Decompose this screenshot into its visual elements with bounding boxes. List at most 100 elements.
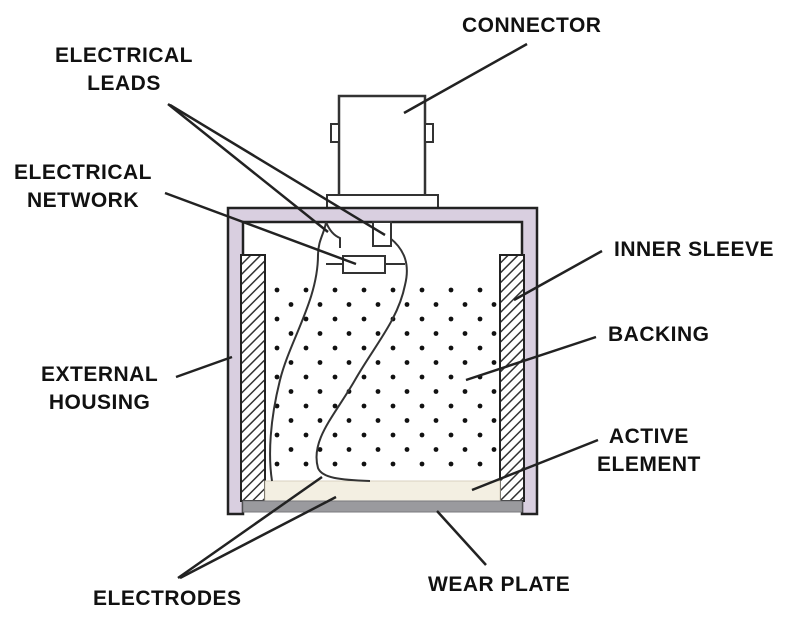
backing-dot (477, 316, 483, 322)
backing-dot (274, 461, 280, 467)
label-electrical-network-line1: ELECTRICAL (14, 161, 152, 184)
backing-dot (390, 403, 396, 409)
backing-dot (448, 345, 454, 351)
backing-dot (477, 287, 483, 293)
leader-wear-plate (436, 510, 487, 566)
leader-electrical-network (164, 191, 357, 266)
backing-dot (448, 432, 454, 438)
backing-dot (404, 302, 410, 307)
backing-dot (419, 374, 425, 380)
backing-dot (404, 331, 410, 336)
backing-dot (274, 403, 280, 409)
backing-dot (491, 418, 497, 423)
backing-dot (332, 316, 338, 322)
backing-dot (317, 389, 323, 394)
inner-sleeve-left (240, 254, 266, 502)
backing-dot (303, 432, 309, 438)
label-electrical-network: ELECTRICAL NETWORK (14, 159, 152, 215)
backing-dot (390, 287, 396, 293)
label-electrodes: ELECTRODES (93, 585, 242, 613)
backing-dot (361, 432, 367, 438)
backing-dot (361, 316, 367, 322)
backing-dot (419, 432, 425, 438)
label-electrodes-line: ELECTRODES (93, 587, 242, 610)
label-electrical-leads-line2: LEADS (87, 72, 161, 95)
backing-dot (317, 302, 323, 307)
label-inner-sleeve-line: INNER SLEEVE (614, 238, 775, 261)
leader-electrical-leads (167, 103, 329, 233)
backing-dot (404, 360, 410, 365)
leader-electrodes (179, 495, 337, 580)
backing-dot (390, 432, 396, 438)
backing-dot (274, 287, 280, 293)
backing-dot (491, 389, 497, 394)
connector-tab-left (330, 123, 340, 143)
label-active-element-line1: ACTIVE (608, 425, 689, 448)
backing-dot (375, 302, 381, 307)
backing-dot (448, 374, 454, 380)
backing-dot (375, 389, 381, 394)
backing-dot (288, 331, 294, 336)
label-electrical-leads-line1: ELECTRICAL (55, 44, 193, 67)
label-active-element: ACTIVE ELEMENT (597, 423, 701, 479)
backing-dot (448, 316, 454, 322)
connector-tab-right (424, 123, 434, 143)
electrical-network (342, 255, 386, 274)
backing-dot (303, 287, 309, 293)
backing-dot (433, 302, 439, 307)
label-inner-sleeve: INNER SLEEVE (614, 236, 774, 264)
backing-dot (346, 360, 352, 365)
label-connector: CONNECTOR (462, 12, 601, 40)
wear-plate (242, 500, 523, 513)
leader-backing (465, 335, 597, 382)
backing-dot (317, 418, 323, 423)
backing-dot (303, 403, 309, 409)
backing-dot (274, 316, 280, 322)
backing-dot (361, 403, 367, 409)
backing-dot (332, 461, 338, 467)
label-external-housing-line2: HOUSING (48, 391, 151, 414)
backing-dot (462, 302, 468, 307)
backing-dot (390, 461, 396, 467)
backing-dot (433, 418, 439, 423)
backing-dot (303, 345, 309, 351)
backing-dot (288, 418, 294, 423)
backing-dot (303, 461, 309, 467)
backing-dot (346, 331, 352, 336)
backing-dot (274, 374, 280, 380)
leader-electrodes (177, 475, 323, 580)
backing-dot (433, 447, 439, 452)
label-wear-plate: WEAR PLATE (428, 571, 570, 599)
backing-dot (332, 403, 338, 409)
backing-dot (375, 360, 381, 365)
backing-dot (419, 316, 425, 322)
inner-sleeve-right (499, 254, 525, 502)
backing-dot (462, 331, 468, 336)
backing-dot (288, 389, 294, 394)
backing-dot (404, 389, 410, 394)
backing-dot (361, 345, 367, 351)
label-external-housing-line1: EXTERNAL (41, 363, 159, 386)
connector (326, 94, 439, 209)
electrical-lead-wire (325, 221, 341, 248)
label-external-housing: EXTERNAL HOUSING (41, 361, 158, 417)
backing-dot (332, 432, 338, 438)
label-active-element-line2: ELEMENT (597, 453, 701, 476)
backing-dot (361, 461, 367, 467)
backing-dot (361, 374, 367, 380)
backing-dot (491, 331, 497, 336)
external-housing (226, 206, 539, 516)
backing-dot (477, 432, 483, 438)
backing-dot (491, 447, 497, 452)
label-electrical-network-line2: NETWORK (27, 189, 139, 212)
backing-dot (419, 403, 425, 409)
backing-dot (404, 447, 410, 452)
backing-dot (303, 374, 309, 380)
backing-dot (448, 403, 454, 409)
backing-dot (332, 287, 338, 293)
backing-dot (419, 287, 425, 293)
backing-dot (288, 360, 294, 365)
backing-dot (477, 403, 483, 409)
electrical-lead-wire (315, 222, 408, 482)
label-backing-line: BACKING (608, 323, 710, 346)
